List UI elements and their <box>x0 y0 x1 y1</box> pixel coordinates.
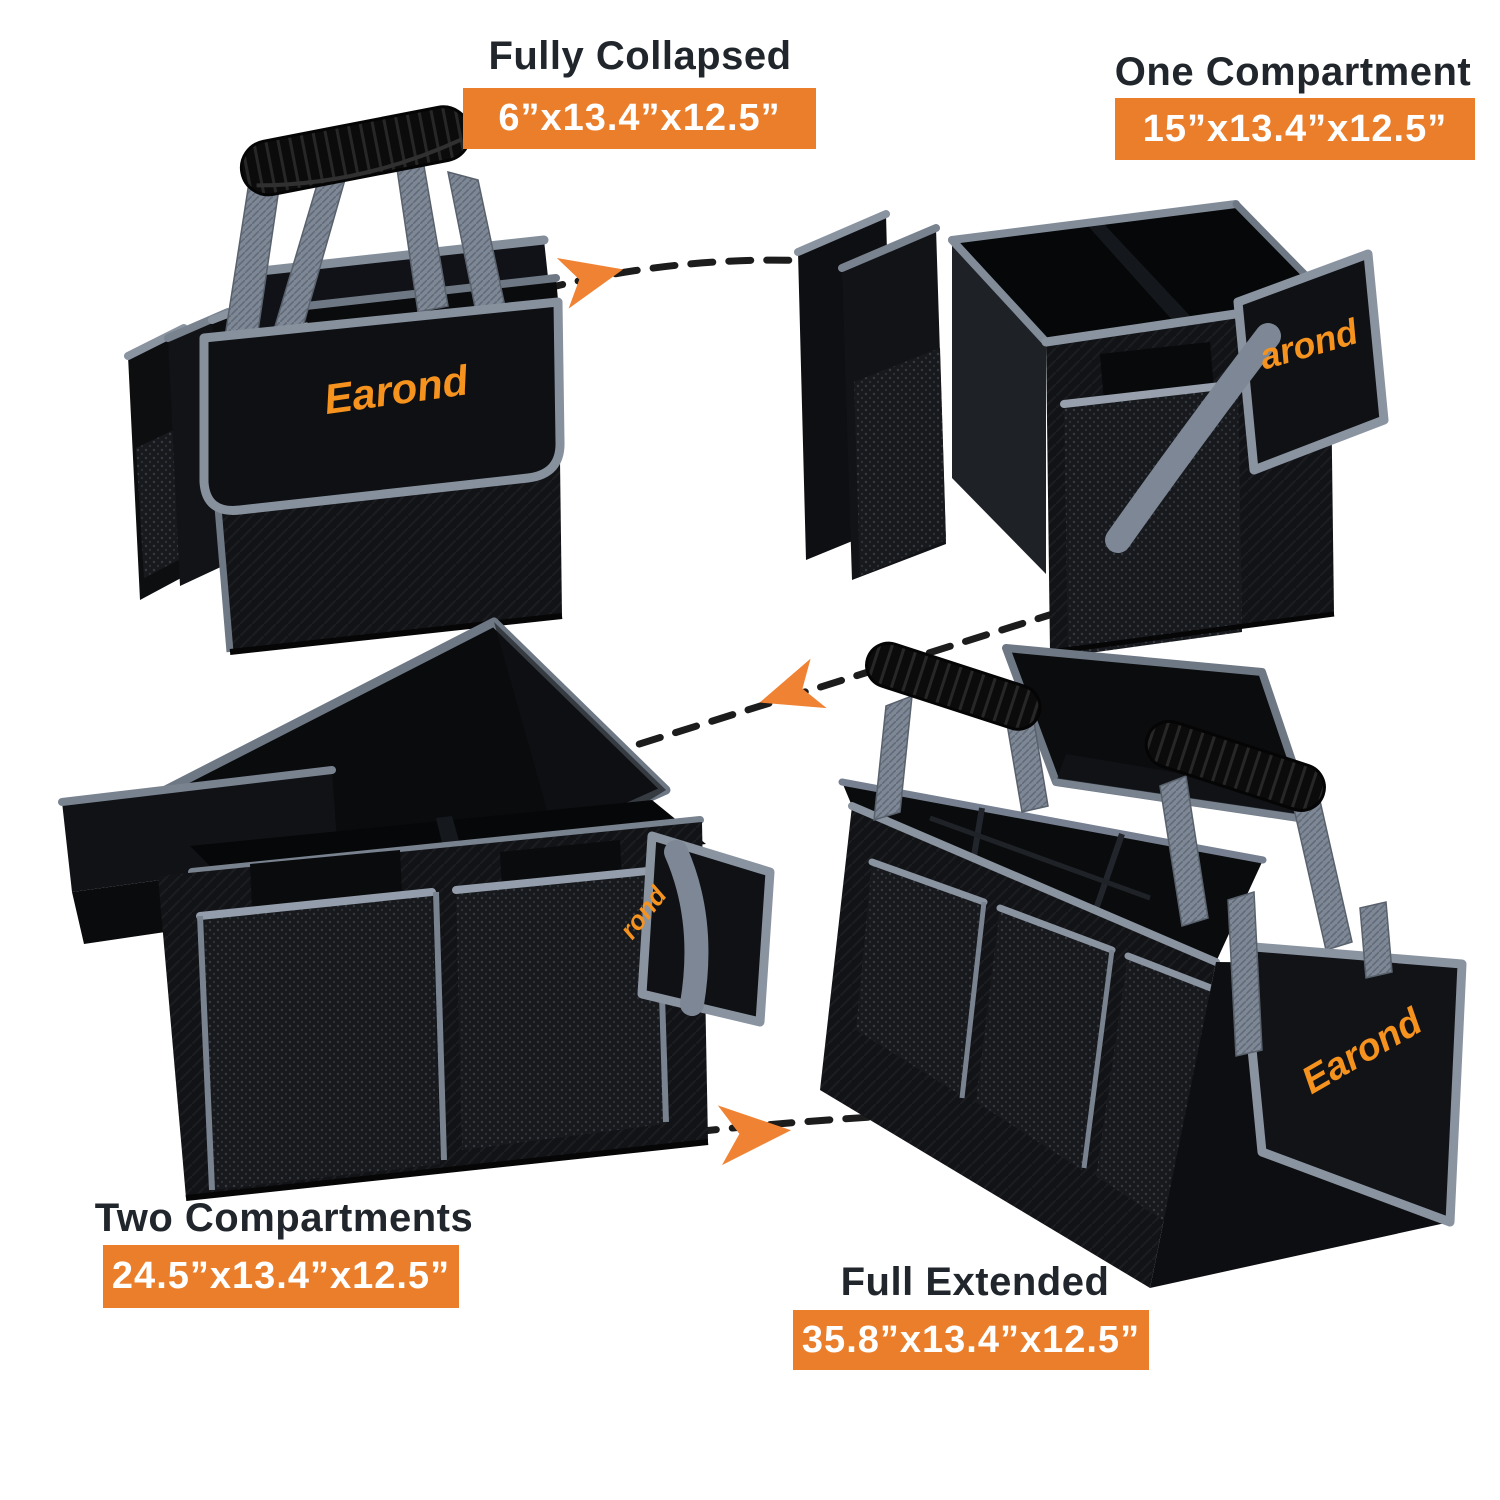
carry-handle <box>865 641 1042 731</box>
stage-title-fully-collapsed: Fully Collapsed <box>488 34 792 78</box>
stage-title-full-extended: Full Extended <box>840 1260 1110 1304</box>
arrowhead-icon <box>759 658 827 709</box>
arrowhead-icon <box>556 257 624 309</box>
dimension-badge-full-extended: 35.8”x13.4”x12.5” <box>793 1310 1149 1370</box>
bag-two-compartments-image: rond <box>58 617 775 1201</box>
carry-handle <box>1144 719 1326 812</box>
handle-strap <box>664 840 709 1016</box>
stage-title-one-compartment: One Compartment <box>1114 50 1472 94</box>
dimension-badge-fully-collapsed: 6”x13.4”x12.5” <box>463 88 816 149</box>
carry-handle <box>239 105 472 197</box>
arrow-one-compartment-to-two-compartments <box>556 608 1063 773</box>
arrowhead-icon <box>717 1105 792 1166</box>
bag-one-compartment-image: arond <box>794 200 1389 656</box>
handle-strap <box>1105 323 1281 553</box>
bag-fully-collapsed-image: Earond <box>124 105 565 655</box>
bag-full-extended-image: Earond <box>820 641 1467 1288</box>
stage-title-two-compartments: Two Compartments <box>94 1196 474 1240</box>
dimension-badge-two-compartments: 24.5”x13.4”x12.5” <box>103 1245 459 1308</box>
dimension-badge-one-compartment: 15”x13.4”x12.5” <box>1115 98 1475 160</box>
